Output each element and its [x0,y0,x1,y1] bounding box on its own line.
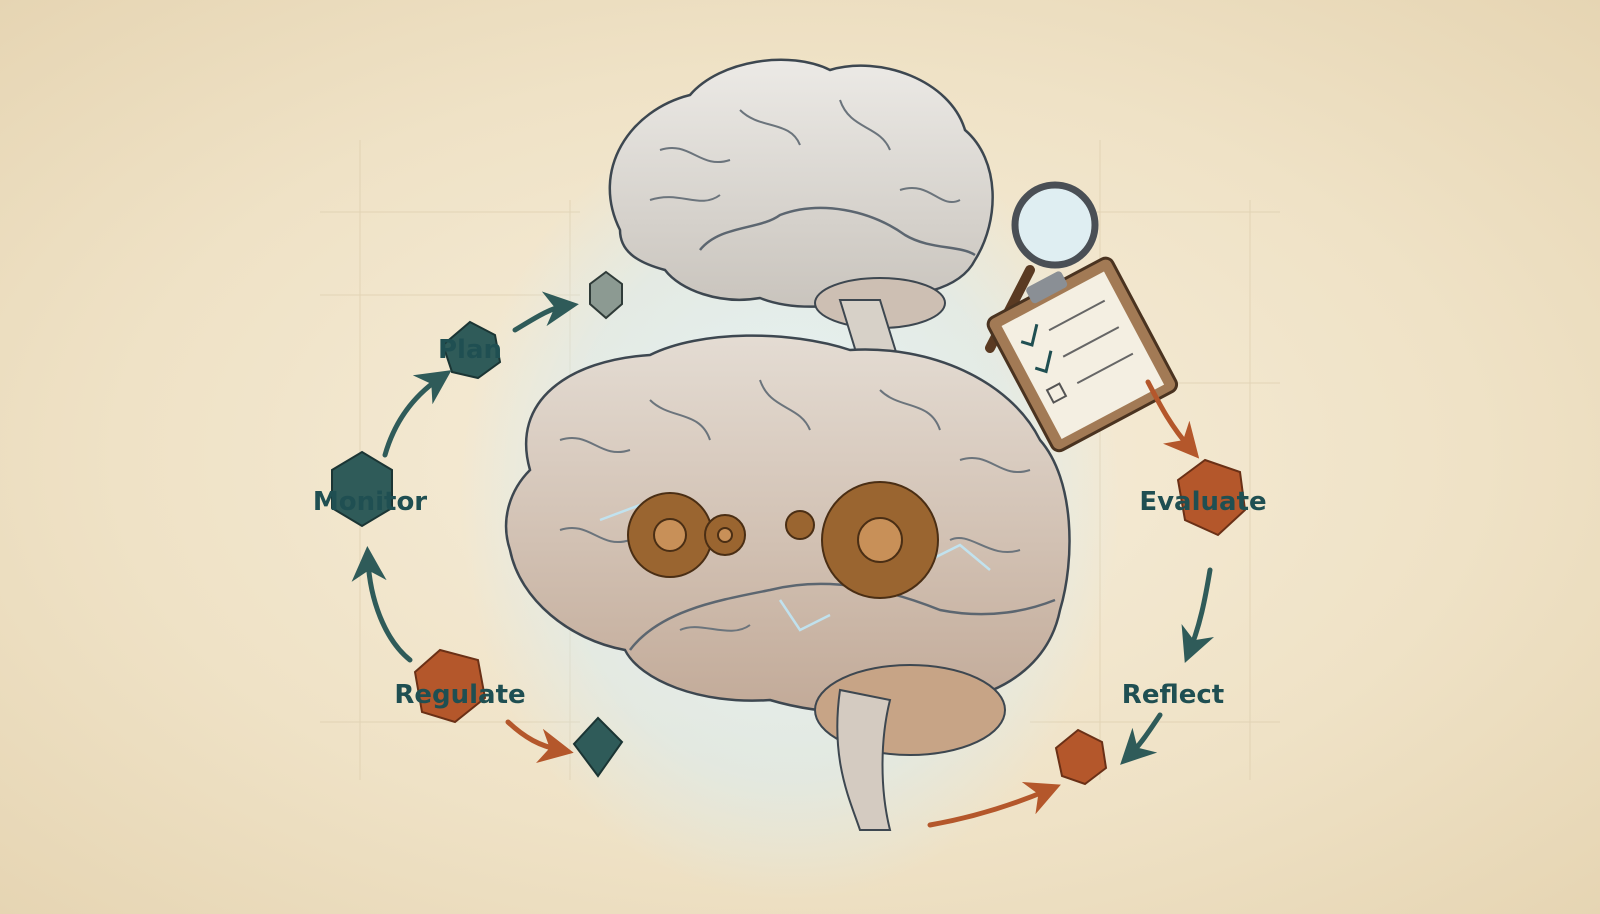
stage-label-reflect: Reflect [1122,680,1224,710]
top-brain-icon [608,58,994,366]
stage-label-evaluate: Evaluate [1139,487,1266,517]
polyhedron-node-plan [441,320,502,380]
stage-label-regulate: Regulate [394,680,525,710]
clipboard-checklist-icon [986,256,1179,453]
stage-label-plan: Plan [438,335,502,365]
polyhedron-node-regulate [413,648,487,724]
polyhedron-node-evaluate [1176,458,1247,537]
gear-icon [627,481,939,599]
cycle-arrows [351,291,1215,828]
stage-label-monitor: Monitor [313,487,427,517]
polyhedron-node-monitor [331,450,393,528]
polyhedron-node-reflect [1054,728,1108,786]
polyhedron-icon [572,270,624,778]
